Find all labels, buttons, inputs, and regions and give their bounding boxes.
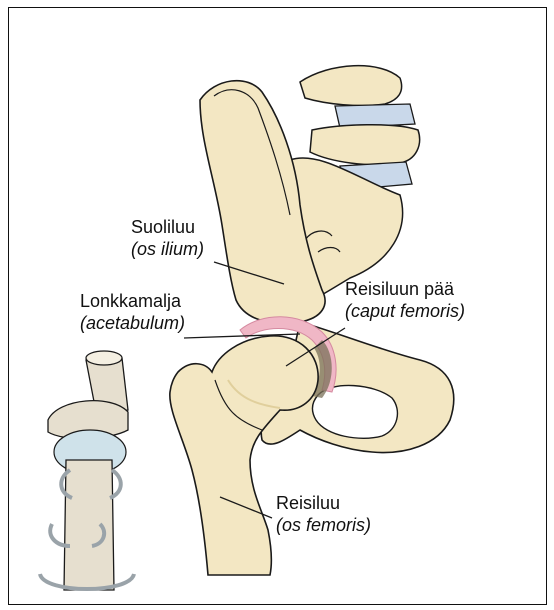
femur-bone — [170, 336, 318, 575]
label-femur-latin: (os femoris) — [276, 514, 371, 536]
label-ilium: Suoliluu (os ilium) — [131, 216, 204, 260]
label-acetabulum: Lonkkamalja (acetabulum) — [80, 290, 185, 334]
label-femoral-head-name: Reisiluun pää — [345, 279, 454, 299]
label-acetabulum-name: Lonkkamalja — [80, 291, 181, 311]
label-femur: Reisiluu (os femoris) — [276, 492, 371, 536]
ball-joint-model-icon — [40, 351, 134, 590]
label-acetabulum-latin: (acetabulum) — [80, 312, 185, 334]
label-femur-name: Reisiluu — [276, 493, 340, 513]
label-femoral-head: Reisiluun pää (caput femoris) — [345, 278, 465, 322]
label-femoral-head-latin: (caput femoris) — [345, 300, 465, 322]
label-ilium-name: Suoliluu — [131, 217, 195, 237]
label-ilium-latin: (os ilium) — [131, 238, 204, 260]
